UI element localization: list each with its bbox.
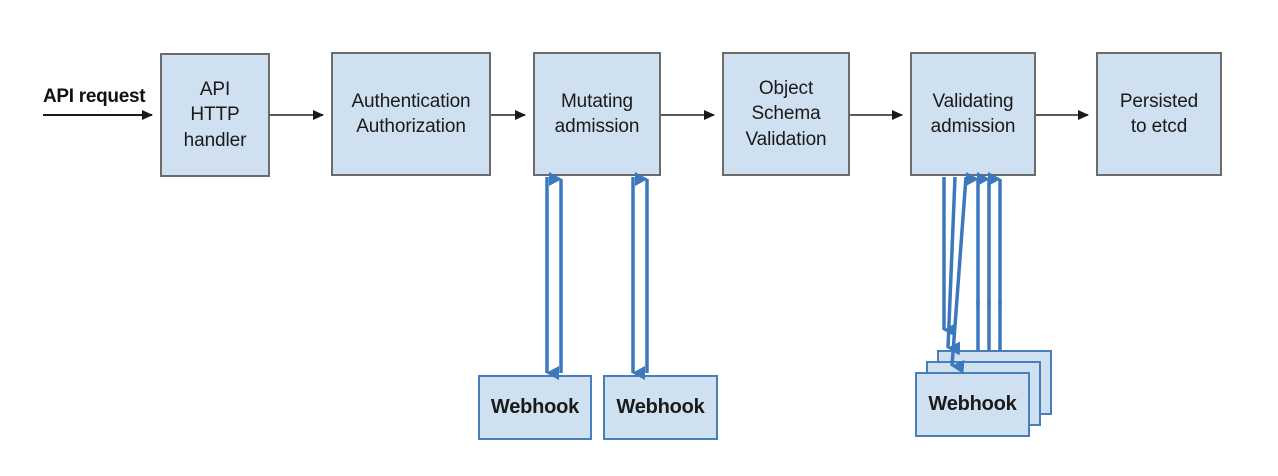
webhook-box-validating-1[interactable]: Webhook xyxy=(915,372,1030,437)
webhook-label: Webhook xyxy=(490,396,580,418)
node-object-schema-validation[interactable]: Object Schema Validation xyxy=(722,52,850,176)
validating-call-arrows xyxy=(942,176,968,374)
webhook-label: Webhook xyxy=(928,393,1017,415)
node-mutating-admission[interactable]: Mutating admission xyxy=(533,52,661,176)
validating-return-arrows xyxy=(966,172,1002,305)
mutating-webhook-1-connectors xyxy=(545,172,563,380)
node-label: API HTTP handler xyxy=(183,79,247,151)
call-down-arrow-3 xyxy=(950,176,968,374)
node-label: Object Schema Validation xyxy=(745,78,827,150)
node-persisted-to-etcd[interactable]: Persisted to etcd xyxy=(1096,52,1222,176)
webhook-box-mutating-1[interactable]: Webhook xyxy=(478,375,592,440)
node-label: Authentication Authorization xyxy=(351,90,471,137)
node-api-http-handler[interactable]: API HTTP handler xyxy=(160,53,270,177)
node-label: Persisted to etcd xyxy=(1119,90,1199,137)
call-down-arrow-2 xyxy=(946,176,961,356)
entry-label: API request xyxy=(43,86,146,107)
node-authentication-authorization[interactable]: Authentication Authorization xyxy=(331,52,491,176)
node-label: Mutating admission xyxy=(554,90,640,137)
node-label: Validating admission xyxy=(930,90,1016,137)
mutating-webhook-2-connectors xyxy=(631,172,649,380)
webhook-label: Webhook xyxy=(616,396,705,418)
webhook-box-mutating-2[interactable]: Webhook xyxy=(603,375,718,440)
